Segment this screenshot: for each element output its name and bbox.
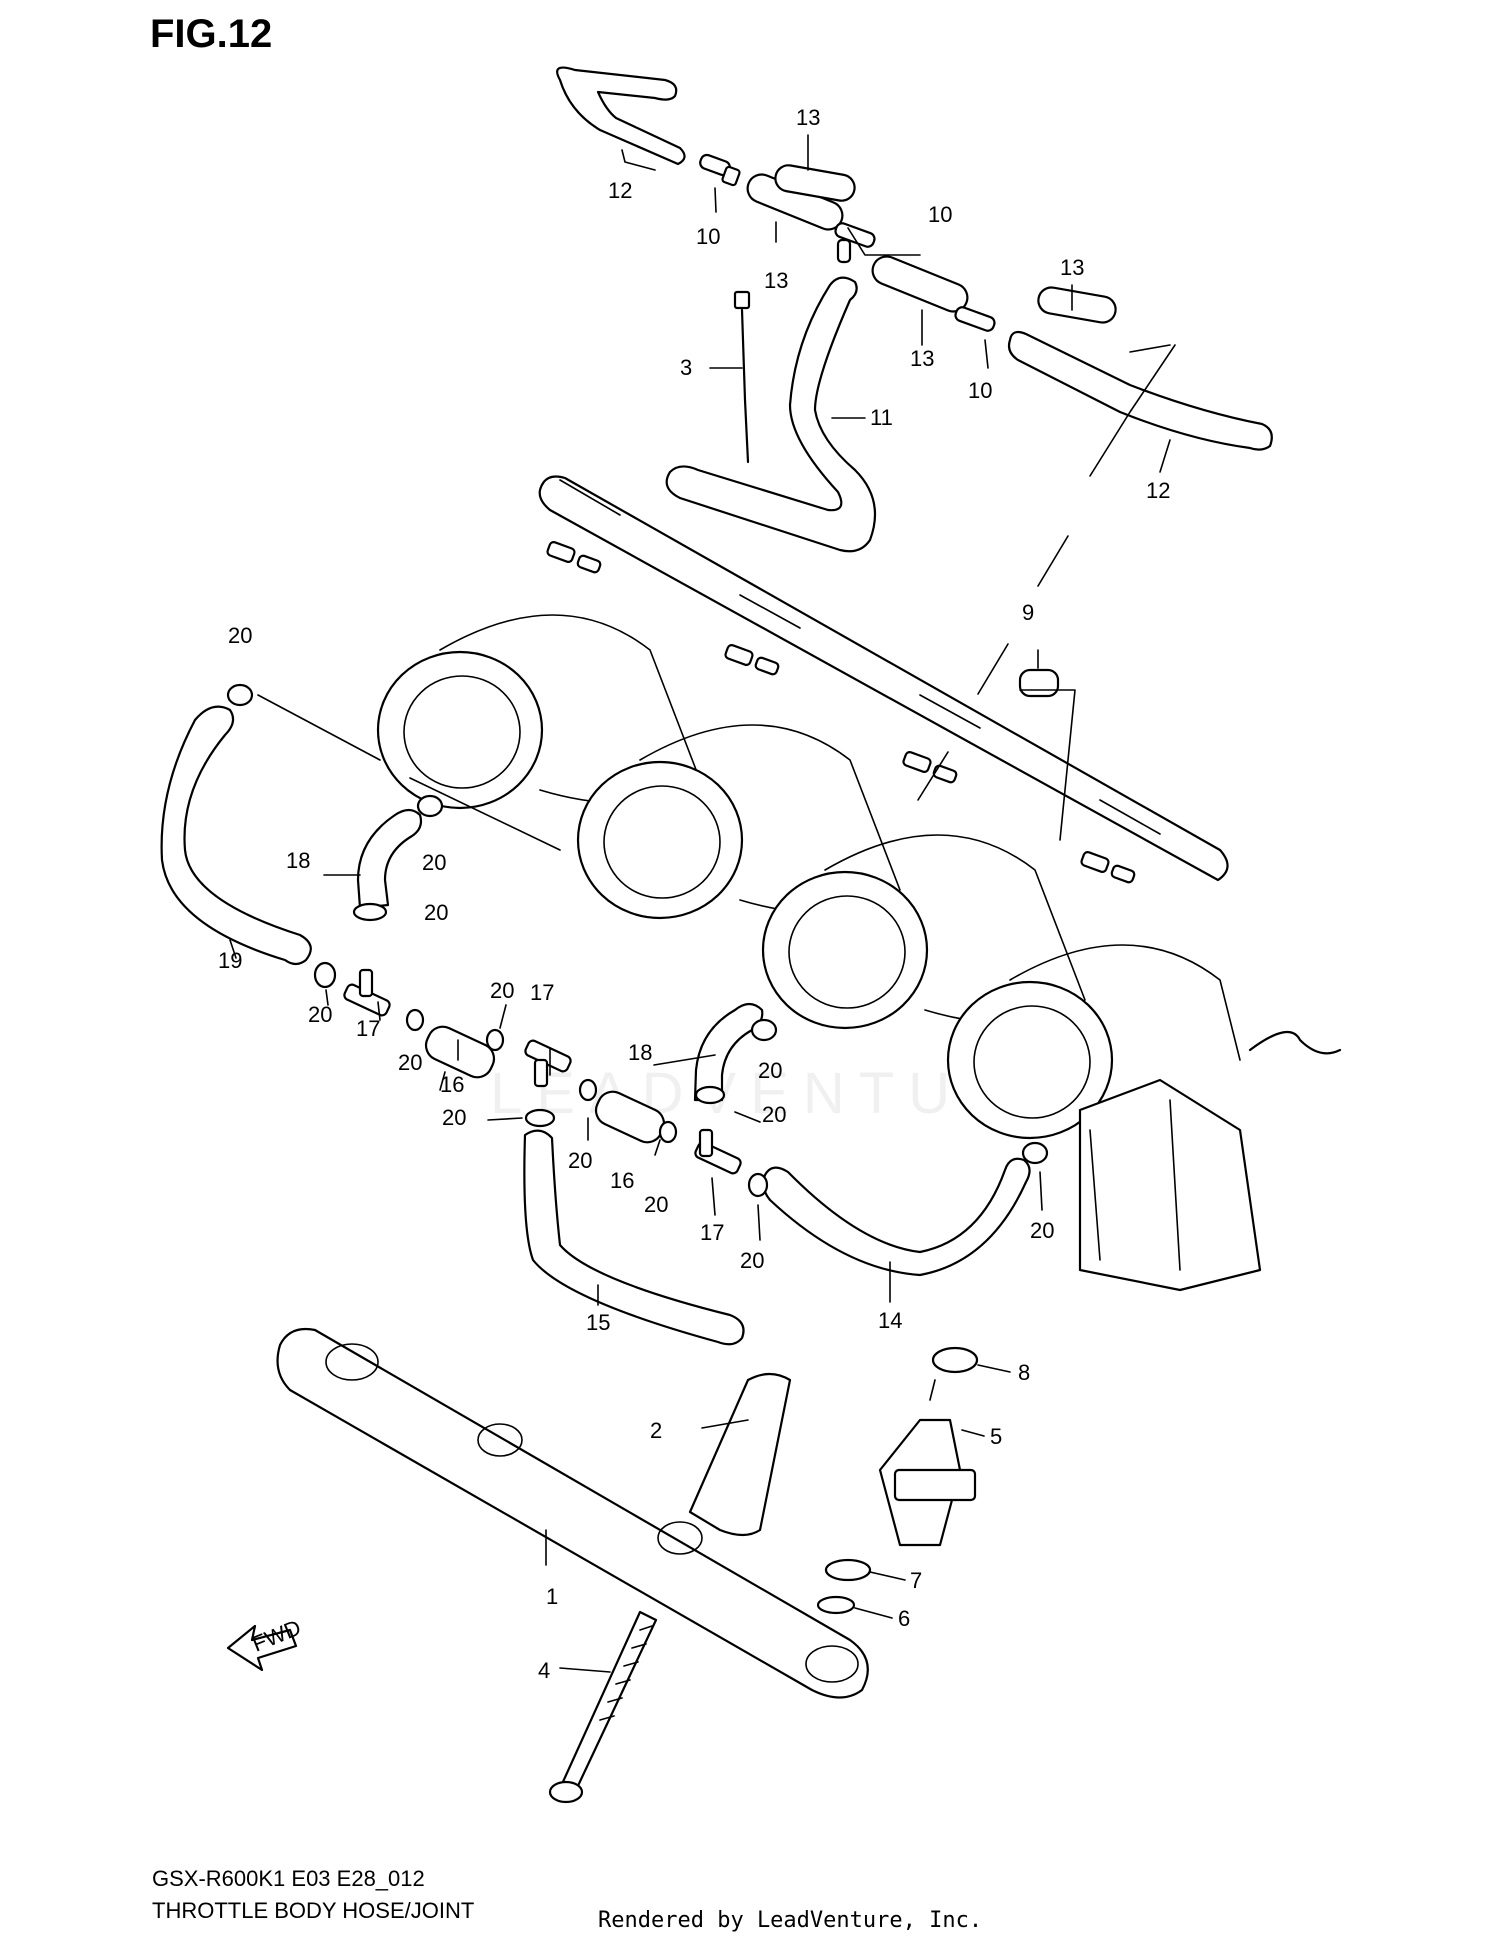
- vacuum-hose-11[interactable]: [665, 276, 877, 553]
- throttle-body-assembly: [376, 475, 1342, 1292]
- callout-16-right[interactable]: 16: [610, 1168, 634, 1193]
- clamp-tie-3[interactable]: [733, 290, 751, 464]
- clip-20-set[interactable]: [226, 683, 1049, 1198]
- callout-13-right[interactable]: 13: [1060, 255, 1084, 280]
- hose-13-b[interactable]: [773, 163, 856, 202]
- callout-11[interactable]: 11: [870, 405, 893, 430]
- hose-14[interactable]: [762, 1157, 1031, 1277]
- hose-19[interactable]: [160, 705, 312, 966]
- rail-nipple: [932, 764, 958, 784]
- callout-20-a[interactable]: 20: [228, 623, 252, 648]
- callout-17-middle[interactable]: 17: [530, 980, 554, 1005]
- callout-15[interactable]: 15: [586, 1310, 610, 1335]
- t-joint-17-c[interactable]: [694, 1128, 742, 1175]
- vacuum-hose-12-upper[interactable]: [556, 66, 686, 166]
- fuel-delivery-pipe-1[interactable]: [276, 1327, 869, 1699]
- model-code: GSX-R600K1 E03 E28_012: [152, 1866, 425, 1891]
- callout-20-j[interactable]: 20: [740, 1248, 764, 1273]
- callout-18-left[interactable]: 18: [286, 848, 310, 873]
- throttle-bore-4: [946, 944, 1241, 1140]
- hose-13-c[interactable]: [868, 252, 971, 315]
- rail-nipple: [754, 656, 780, 676]
- callout-20-h[interactable]: 20: [568, 1148, 592, 1173]
- t-joint-10[interactable]: [834, 222, 876, 264]
- callout-20-m[interactable]: 20: [1030, 1218, 1054, 1243]
- forward-direction-arrow: FWD: [226, 1615, 304, 1672]
- callout-4[interactable]: 4: [538, 1658, 550, 1683]
- callout-17-left[interactable]: 17: [356, 1016, 380, 1041]
- t-joint-17-a[interactable]: [343, 968, 391, 1017]
- vacuum-cap-9[interactable]: [1018, 668, 1060, 698]
- callout-17-right[interactable]: 17: [700, 1220, 724, 1245]
- rail-nipple: [724, 644, 754, 666]
- cushion-7[interactable]: [824, 1558, 872, 1582]
- fuel-injector-5[interactable]: [878, 1379, 977, 1547]
- callout-13-middle[interactable]: 13: [764, 268, 788, 293]
- callout-8[interactable]: 8: [1018, 1360, 1030, 1385]
- upper-vacuum-hose-assembly: [556, 66, 1273, 553]
- leader-lines: [229, 134, 1176, 1673]
- throttle-bore-3: [761, 834, 1086, 1030]
- fuel-hose-2[interactable]: [688, 1372, 792, 1537]
- hose-16-a[interactable]: [421, 1022, 499, 1082]
- callout-20-e[interactable]: 20: [490, 978, 514, 1003]
- callout-7[interactable]: 7: [910, 1568, 922, 1593]
- callout-14[interactable]: 14: [878, 1308, 902, 1333]
- rail-nipple: [902, 751, 932, 773]
- callout-20-d[interactable]: 20: [308, 1002, 332, 1027]
- callout-20-c[interactable]: 20: [424, 900, 448, 925]
- throttle-bore-2: [576, 724, 901, 920]
- hose-18-b[interactable]: [693, 1002, 764, 1102]
- callout-9[interactable]: 9: [1022, 600, 1034, 625]
- callout-12-lower[interactable]: 12: [1146, 478, 1170, 503]
- joint-10-a[interactable]: [699, 153, 741, 187]
- callout-19[interactable]: 19: [218, 948, 242, 973]
- callout-18-right[interactable]: 18: [628, 1040, 652, 1065]
- rail-nipple: [1110, 864, 1136, 884]
- callout-12-upper[interactable]: 12: [608, 178, 632, 203]
- hose-18-a[interactable]: [356, 808, 423, 910]
- render-credit: Rendered by LeadVenture, Inc.: [598, 1908, 983, 1933]
- callout-3[interactable]: 3: [680, 355, 692, 380]
- hose-16-b[interactable]: [591, 1087, 669, 1147]
- callout-16-left[interactable]: 16: [440, 1072, 464, 1097]
- section-name: THROTTLE BODY HOSE/JOINT: [152, 1898, 475, 1923]
- vacuum-hose-12-lower[interactable]: [1007, 330, 1273, 451]
- callout-10-left[interactable]: 10: [696, 224, 720, 249]
- fuel-delivery-assembly: [276, 1327, 979, 1804]
- callout-13-lower[interactable]: 13: [910, 346, 934, 371]
- callout-6[interactable]: 6: [898, 1606, 910, 1631]
- lower-hose-network: [160, 683, 1049, 1346]
- t-joint-17-b[interactable]: [524, 1039, 572, 1088]
- callout-20-i[interactable]: 20: [644, 1192, 668, 1217]
- callout-labels: 1 2 3 4 5 6 7 8 9 10 10 10 11 12 12 13 1…: [218, 105, 1170, 1683]
- callout-10-right[interactable]: 10: [968, 378, 992, 403]
- callout-10-upper[interactable]: 10: [928, 202, 952, 227]
- throttle-position-sensor-housing: [1078, 1030, 1342, 1292]
- hose-15[interactable]: [523, 1129, 745, 1346]
- rail-nipple: [546, 541, 576, 563]
- callout-20-l[interactable]: 20: [762, 1102, 786, 1127]
- callout-2[interactable]: 2: [650, 1418, 662, 1443]
- hose-13-d[interactable]: [1036, 285, 1117, 324]
- callout-13-top[interactable]: 13: [796, 105, 820, 130]
- callout-20-f[interactable]: 20: [398, 1050, 422, 1075]
- joint-10-b[interactable]: [954, 306, 996, 333]
- callout-1[interactable]: 1: [546, 1584, 558, 1609]
- rail-nipple: [1080, 851, 1110, 873]
- callout-20-g[interactable]: 20: [442, 1105, 466, 1130]
- callout-20-k[interactable]: 20: [758, 1058, 782, 1083]
- callout-5[interactable]: 5: [990, 1424, 1002, 1449]
- figure-title: FIG.12: [150, 12, 273, 56]
- o-ring-8[interactable]: [931, 1346, 979, 1374]
- o-ring-6[interactable]: [816, 1595, 856, 1615]
- rail-nipple: [576, 554, 602, 574]
- callout-20-b[interactable]: 20: [422, 850, 446, 875]
